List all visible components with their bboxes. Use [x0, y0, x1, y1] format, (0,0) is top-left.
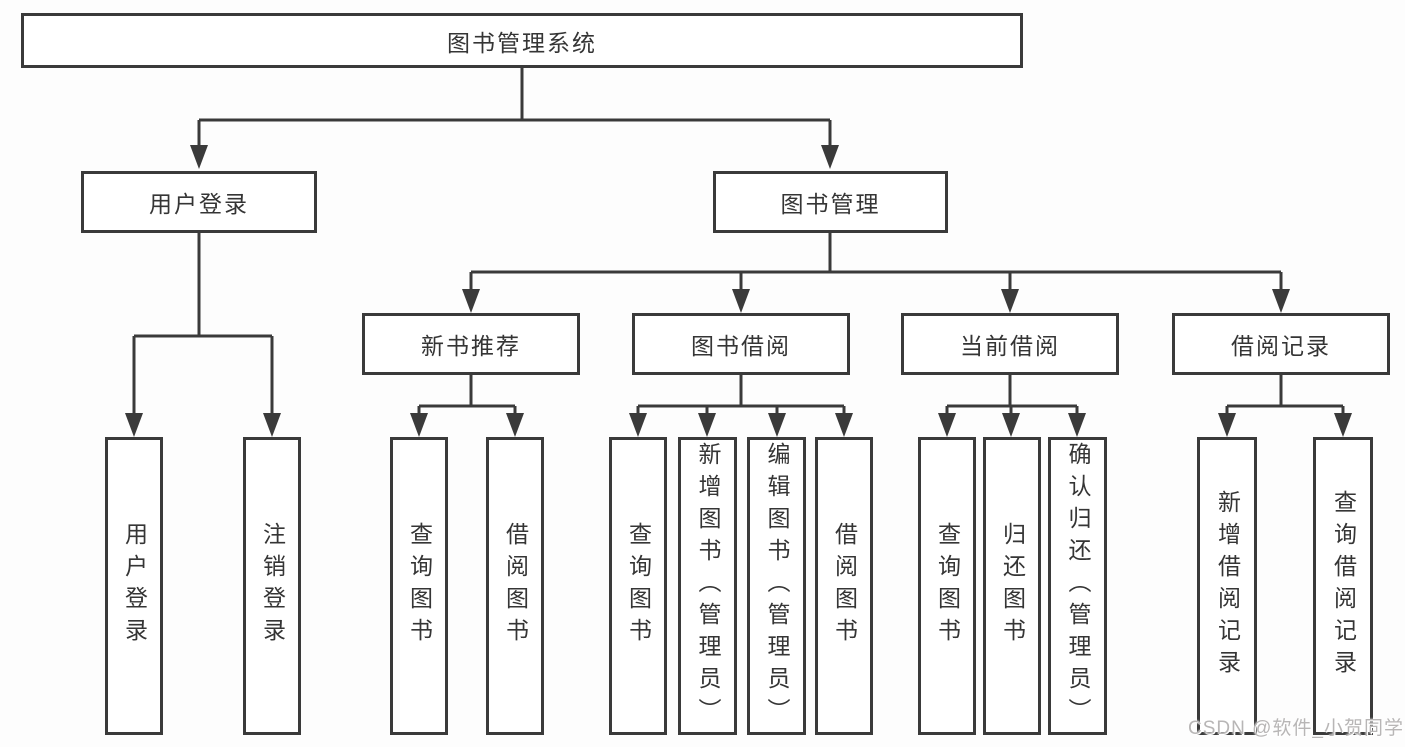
arrow-icon	[732, 289, 750, 313]
node-label: 借阅图书	[831, 522, 858, 650]
csdn-watermark: CSDN @软件_小贺同学	[1188, 718, 1404, 739]
arrow-icon	[1068, 413, 1086, 437]
node-label: 图书管理系统	[447, 29, 597, 56]
node-user-login: 用户登录	[81, 171, 317, 233]
connector-records-to-leaves	[1225, 375, 1345, 420]
arrow-icon	[263, 413, 281, 437]
node-label: 查询图书	[625, 522, 652, 650]
node-book-borrowing: 图书借阅	[632, 313, 850, 375]
node-label: 借阅记录	[1231, 333, 1331, 359]
node-label: 用户登录	[121, 522, 148, 650]
node-label: 新书推荐	[421, 333, 521, 359]
leaf-records-add-record: 新增借阅记录	[1197, 437, 1257, 735]
arrow-icon	[190, 145, 208, 169]
arrow-icon	[125, 413, 143, 437]
arrow-icon	[1272, 289, 1290, 313]
arrow-icon	[1001, 289, 1019, 313]
leaf-logout: 注销登录	[243, 437, 301, 735]
node-label: 借阅图书	[502, 522, 529, 650]
connector-borrowing-to-leaves	[636, 375, 846, 420]
node-label: 查询图书	[406, 522, 433, 650]
connector-recommendation-to-leaves	[417, 375, 517, 420]
node-label: 新增图书（管理员）	[695, 442, 721, 730]
connector-book-management-to-level3	[469, 233, 1283, 296]
node-new-book-recommendation: 新书推荐	[362, 313, 580, 375]
leaf-current-return-books: 归还图书	[983, 437, 1041, 735]
arrow-icon	[462, 289, 480, 313]
leaf-recommend-query-books: 查询图书	[390, 437, 448, 735]
leaf-borrowing-edit-books-admin: 编辑图书（管理员）	[747, 437, 806, 735]
node-label: 新增借阅记录	[1214, 490, 1241, 682]
leaf-records-query-record: 查询借阅记录	[1313, 437, 1373, 735]
arrow-icon	[835, 413, 853, 437]
node-label: 图书管理	[780, 191, 881, 217]
node-label: 当前借阅	[960, 333, 1060, 359]
node-current-borrowing: 当前借阅	[901, 313, 1119, 375]
arrow-icon	[1002, 413, 1020, 437]
arrow-icon	[1334, 413, 1352, 437]
node-label: 查询借阅记录	[1330, 490, 1357, 682]
arrow-icon	[629, 413, 647, 437]
node-label: 归还图书	[999, 522, 1026, 650]
leaf-user-login: 用户登录	[105, 437, 163, 735]
leaf-borrowing-query-books: 查询图书	[609, 437, 667, 735]
node-library-management-system: 图书管理系统	[21, 13, 1023, 68]
leaf-borrowing-borrow-books: 借阅图书	[815, 437, 873, 735]
node-label: 查询图书	[934, 522, 961, 650]
connector-user-login-to-leaves	[132, 233, 274, 420]
connector-root-to-level2	[197, 68, 832, 152]
node-label: 确认归还（管理员）	[1065, 442, 1091, 730]
node-label: 图书借阅	[691, 333, 791, 359]
leaf-current-query-books: 查询图书	[918, 437, 976, 735]
arrow-icon	[768, 413, 786, 437]
node-book-management: 图书管理	[713, 171, 948, 233]
node-label: 编辑图书（管理员）	[764, 442, 790, 730]
leaf-current-confirm-return-admin: 确认归还（管理员）	[1048, 437, 1107, 735]
arrow-icon	[698, 413, 716, 437]
leaf-recommend-borrow-books: 借阅图书	[486, 437, 544, 735]
node-borrowing-records: 借阅记录	[1172, 313, 1390, 375]
arrow-icon	[410, 413, 428, 437]
arrow-icon	[1218, 413, 1236, 437]
arrow-icon	[506, 413, 524, 437]
leaf-borrowing-add-books-admin: 新增图书（管理员）	[678, 437, 737, 735]
node-label: 用户登录	[149, 191, 249, 217]
node-label: 注销登录	[259, 522, 286, 650]
arrow-icon	[821, 145, 839, 169]
arrow-icon	[938, 413, 956, 437]
